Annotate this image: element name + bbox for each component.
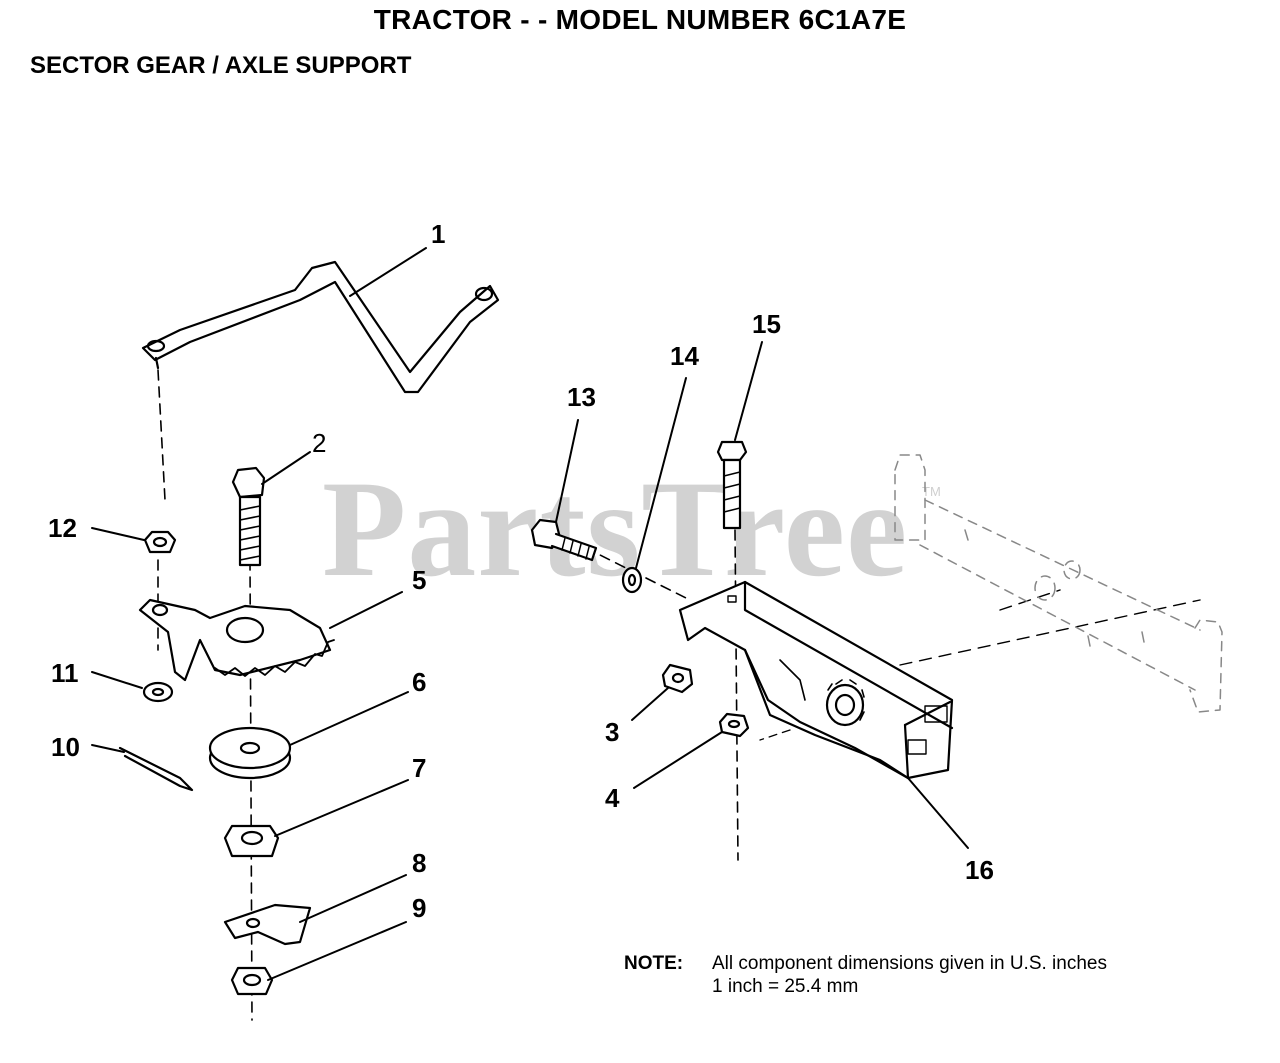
callout-6: 6 xyxy=(412,667,427,697)
bolt-part-13 xyxy=(530,518,598,562)
note-line-1: All component dimensions given in U.S. i… xyxy=(712,953,1107,974)
callout-16: 16 xyxy=(965,855,994,885)
drag-link-part-1 xyxy=(141,260,500,394)
callout-10: 10 xyxy=(51,732,80,762)
callout-8: 8 xyxy=(412,848,427,878)
callout-3: 3 xyxy=(605,717,620,747)
section-subtitle: SECTOR GEAR / AXLE SUPPORT xyxy=(30,52,412,79)
clip-part-8 xyxy=(223,903,312,946)
nut-part-7 xyxy=(223,824,280,858)
bolt-part-15 xyxy=(716,440,748,530)
assembly-axis-left xyxy=(157,369,166,501)
nut-part-4 xyxy=(718,712,750,738)
callout-9: 9 xyxy=(412,893,427,923)
spacer-part-6 xyxy=(208,726,292,780)
washer-part-14 xyxy=(621,566,643,594)
front-axle-phantom xyxy=(894,454,1223,713)
callout-11: 11 xyxy=(51,658,79,688)
partstree-watermark: PartsTree xyxy=(322,452,909,605)
watermark-trademark: TM xyxy=(922,484,941,499)
nut-part-12 xyxy=(143,530,177,554)
page-title: TRACTOR - - MODEL NUMBER 6C1A7E xyxy=(373,4,907,35)
note-line-2: 1 inch = 25.4 mm xyxy=(712,976,859,997)
callout-7: 7 xyxy=(412,753,427,783)
note-label: NOTE: xyxy=(624,953,684,974)
callout-12: 12 xyxy=(48,513,77,543)
callout-2: 2 xyxy=(312,428,327,458)
axle-support-bracket-part-16 xyxy=(678,580,954,780)
callout-1: 1 xyxy=(431,219,446,249)
bolt-part-2 xyxy=(231,466,266,567)
callout-14: 14 xyxy=(670,341,699,371)
callout-15: 15 xyxy=(752,309,781,339)
callout-5: 5 xyxy=(412,565,427,595)
nut-part-9 xyxy=(230,966,274,996)
washer-part-11 xyxy=(142,681,174,703)
sector-gear-part-5 xyxy=(138,598,335,682)
nut-part-3 xyxy=(661,663,694,694)
callout-13: 13 xyxy=(567,382,596,412)
leader-lines xyxy=(91,247,969,981)
callout-4: 4 xyxy=(605,783,620,813)
cotter-pin-part-10 xyxy=(118,746,194,792)
assembly-axis-bolt-15 xyxy=(734,529,739,861)
